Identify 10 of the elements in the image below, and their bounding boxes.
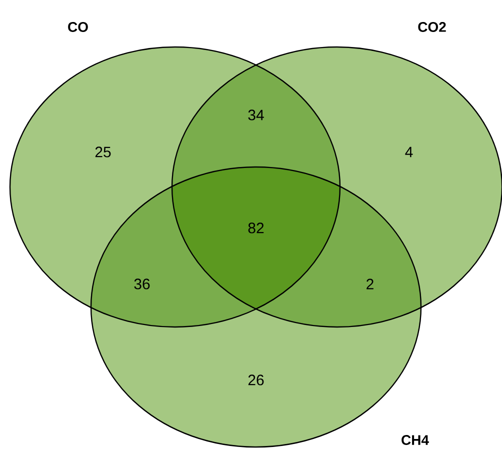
region-count: 26 — [248, 374, 264, 386]
region-count: 4 — [405, 146, 413, 158]
set-heading: CH4 — [402, 435, 429, 445]
region-count: 2 — [366, 278, 374, 290]
set-heading: CO2 — [418, 22, 446, 32]
set-heading: CO — [68, 22, 88, 32]
region-count: 25 — [95, 146, 111, 158]
region-count: 34 — [248, 110, 264, 120]
region-count: 82 — [248, 222, 264, 234]
region-count: 36 — [134, 278, 150, 290]
